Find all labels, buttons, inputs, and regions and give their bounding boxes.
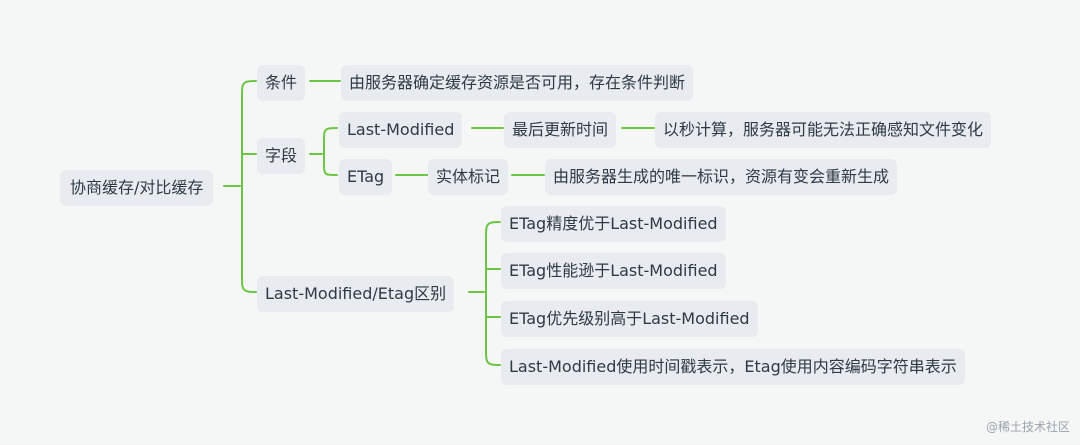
last-modified-node[interactable]: Last-Modified bbox=[339, 112, 463, 148]
etag-meaning-node[interactable]: 实体标记 bbox=[428, 159, 509, 195]
condition-detail-node[interactable]: 由服务器确定缓存资源是否可用，存在条件判断 bbox=[341, 65, 694, 101]
root-node[interactable]: 协商缓存/对比缓存 bbox=[60, 170, 214, 206]
difference-item-2-node[interactable]: ETag性能逊于Last-Modified bbox=[501, 253, 726, 289]
last-modified-meaning-node[interactable]: 最后更新时间 bbox=[504, 112, 617, 148]
watermark-text: @稀土技术社区 bbox=[985, 420, 1070, 434]
difference-item-4-node[interactable]: Last-Modified使用时间戳表示，Etag使用内容编码字符串表示 bbox=[501, 349, 965, 385]
watermark: @稀土技术社区 bbox=[986, 418, 1070, 435]
difference-item-3-node[interactable]: ETag优先级别高于Last-Modified bbox=[501, 301, 758, 337]
etag-node[interactable]: ETag bbox=[339, 159, 393, 195]
etag-detail-node[interactable]: 由服务器生成的唯一标识，资源有变会重新生成 bbox=[545, 159, 898, 195]
condition-node[interactable]: 条件 bbox=[257, 65, 306, 101]
fields-node[interactable]: 字段 bbox=[257, 138, 306, 174]
last-modified-detail-node[interactable]: 以秒计算，服务器可能无法正确感知文件变化 bbox=[655, 112, 992, 148]
difference-item-1-node[interactable]: ETag精度优于Last-Modified bbox=[501, 206, 726, 242]
difference-node[interactable]: Last-Modified/Etag区别 bbox=[257, 276, 455, 312]
